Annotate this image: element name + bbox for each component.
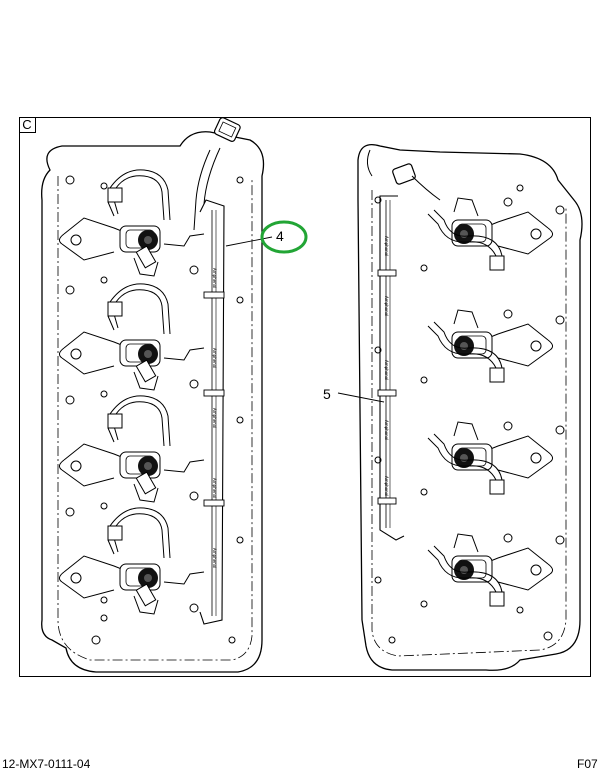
svg-text:Amphenol: Amphenol: [212, 268, 217, 288]
callout-label-5: 5: [323, 386, 331, 402]
svg-text:Amphenol: Amphenol: [384, 236, 389, 256]
sheet-number: F07: [577, 757, 598, 771]
svg-text:Amphenol: Amphenol: [212, 478, 217, 498]
left-cylinder-head: Amphenol Amphenol Amphenol Amphenol Amph…: [41, 117, 265, 673]
svg-text:Amphenol: Amphenol: [384, 296, 389, 316]
svg-text:Amphenol: Amphenol: [384, 360, 389, 380]
svg-text:Amphenol: Amphenol: [384, 420, 389, 440]
svg-text:Amphenol: Amphenol: [212, 548, 217, 568]
leader-line-5: [337, 392, 385, 403]
right-cylinder-head: Amphenol Amphenol Amphenol Amphenol Amph…: [357, 143, 583, 671]
highlight-ellipse: [260, 220, 308, 254]
svg-text:Amphenol: Amphenol: [212, 348, 217, 368]
svg-text:Amphenol: Amphenol: [212, 408, 217, 428]
injector-harness-right: Amphenol Amphenol Amphenol Amphenol Amph…: [377, 195, 405, 541]
leader-line-4: [225, 236, 273, 247]
callout-label-4: 4: [276, 228, 284, 244]
document-id: 12-MX7-0111-04: [2, 757, 91, 771]
injector-harness-left: Amphenol Amphenol Amphenol Amphenol Amph…: [199, 199, 225, 625]
view-letter-box: C: [19, 117, 36, 133]
svg-text:Amphenol: Amphenol: [384, 476, 389, 496]
drawing-frame: [19, 117, 591, 677]
